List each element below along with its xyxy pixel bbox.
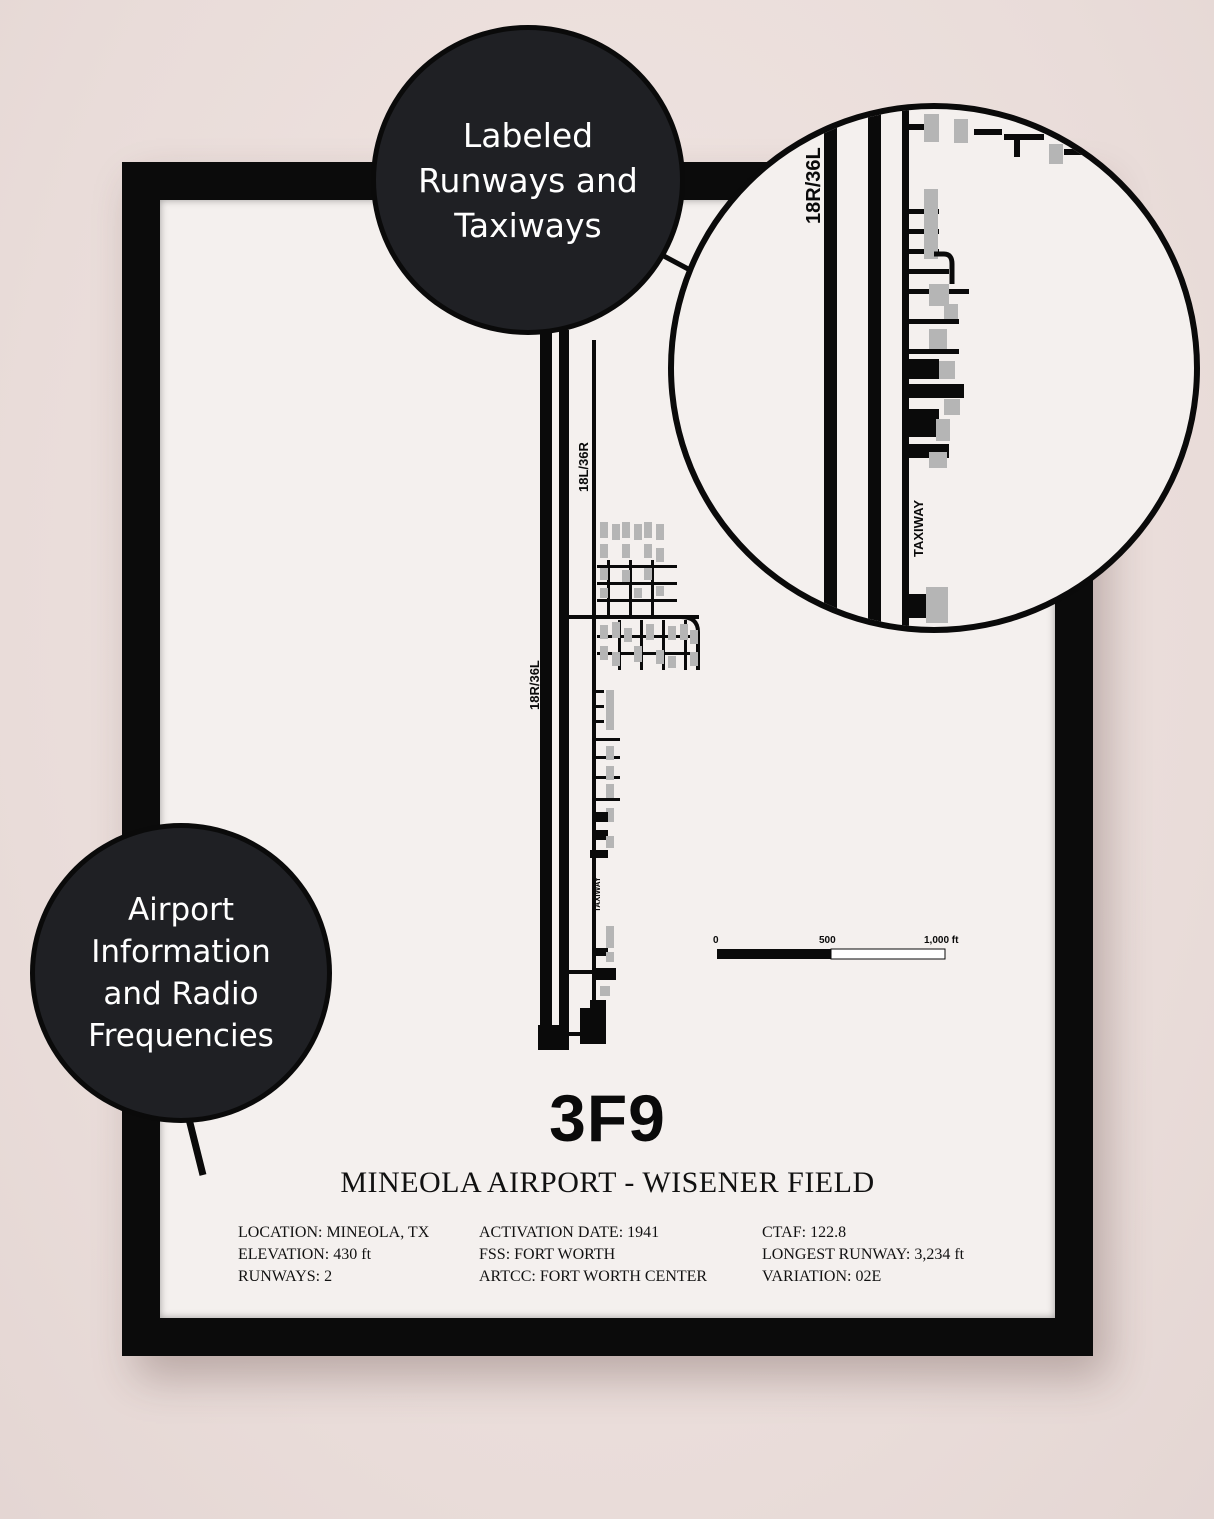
upper-hangar-rows (597, 522, 698, 670)
info-ctaf: CTAF: 122.8 (762, 1224, 847, 1241)
info-activation-date: ACTIVATION DATE: 1941 (479, 1224, 660, 1241)
info-runways: RUNWAYS: 2 (238, 1268, 333, 1285)
callout-top-line-2: Runways and (418, 160, 638, 200)
zoom-runway-right (868, 109, 881, 627)
callout-runways-taxiways: Labeled Runways and Taxiways (371, 25, 685, 335)
info-location: LOCATION: MINEOLA, TX (238, 1224, 430, 1241)
airport-name: MINEOLA AIRPORT - WISENER FIELD (340, 1166, 875, 1199)
info-column-2: ACTIVATION DATE: 1941 FSS: FORT WORTH AR… (479, 1222, 707, 1288)
zoom-hangars (902, 114, 1094, 623)
callout-left-line-1: Airport (127, 892, 235, 928)
zoom-runway-label: 18R/36L (803, 147, 825, 224)
info-column-1: LOCATION: MINEOLA, TX ELEVATION: 430 ft … (238, 1222, 429, 1288)
scale-label-0: 0 (713, 935, 719, 946)
scale-label-500: 500 (819, 935, 836, 946)
zoom-diagram: 18R/36L TAXIWAY (803, 109, 1094, 627)
callout-left-line-3: and Radio (103, 976, 259, 1012)
hangar-access-taxiway (569, 615, 699, 619)
runway-18l-36r (559, 330, 569, 1050)
info-column-3: CTAF: 122.8 LONGEST RUNWAY: 3,234 ft VAR… (762, 1222, 964, 1288)
callout-airport-information: Airport Information and Radio Frequencie… (30, 823, 332, 1123)
lower-hangars (580, 690, 620, 1044)
callout-top-line-1: Labeled (462, 115, 594, 155)
runway-right-label: 18L/36R (576, 442, 591, 492)
info-variation: VARIATION: 02E (762, 1268, 882, 1285)
taxiway-label: TAXIWAY (593, 876, 602, 912)
callout-top-line-3: Taxiways (454, 205, 602, 245)
connector-taxiway (569, 970, 593, 974)
scale-label-1000: 1,000 ft (924, 935, 959, 946)
scale-bar: 0 500 1,000 ft (713, 935, 959, 960)
info-fss: FSS: FORT WORTH (479, 1246, 616, 1263)
airport-code: 3F9 (549, 1081, 666, 1155)
info-longest-runway: LONGEST RUNWAY: 3,234 ft (762, 1246, 965, 1263)
zoom-taxiway (902, 109, 909, 627)
runway-18r-36l (540, 330, 552, 1050)
zoom-magnifier: 18R/36L TAXIWAY (668, 103, 1200, 633)
runway-end-pad (538, 1025, 568, 1050)
info-elevation: ELEVATION: 430 ft (238, 1246, 372, 1263)
runway-left-label: 18R/36L (527, 660, 542, 710)
parallel-taxiway (592, 340, 596, 1040)
zoom-runway-left (824, 109, 837, 627)
info-artcc: ARTCC: FORT WORTH CENTER (479, 1268, 708, 1285)
zoom-taxiway-label: TAXIWAY (911, 500, 926, 557)
callout-left-line-2: Information (91, 934, 271, 970)
callout-left-line-4: Frequencies (88, 1018, 274, 1054)
airport-diagram: 18R/36L 18L/36R TAXIWAY 0 500 1,000 ft (527, 330, 959, 1050)
